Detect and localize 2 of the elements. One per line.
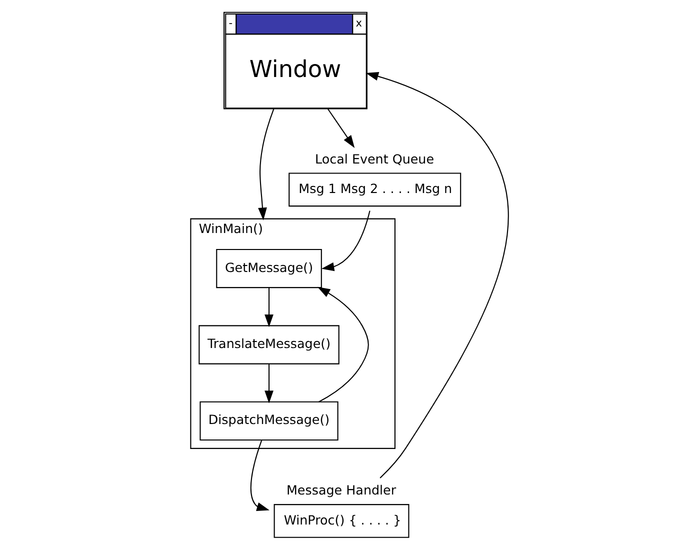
node-label: Local Event Queue	[314, 151, 434, 166]
node-label: Message Handler	[286, 482, 396, 498]
